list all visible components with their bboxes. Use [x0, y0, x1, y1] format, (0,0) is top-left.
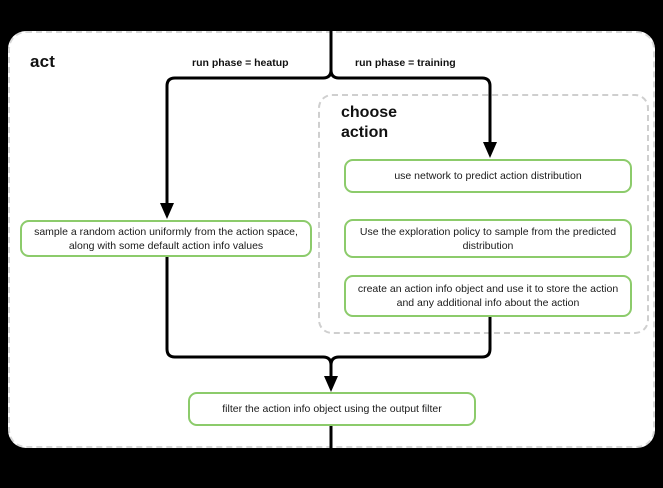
edge-sample-to-filter — [165, 257, 333, 379]
node-exploration-policy[interactable]: Use the exploration policy to sample fro… — [344, 219, 632, 258]
node-create-action-info[interactable]: create an action info object and use it … — [344, 275, 632, 317]
edge-training — [329, 26, 492, 146]
node-sample-random-action[interactable]: sample a random action uniformly from th… — [20, 220, 312, 257]
choose-action-title-line2: action — [341, 124, 389, 141]
node-filter-action-info[interactable]: filter the action info object using the … — [188, 392, 476, 426]
arrowhead-filter — [324, 376, 338, 392]
act-title: act — [30, 52, 56, 71]
arrowhead-training — [483, 142, 497, 158]
edge-label-training: run phase = training — [355, 57, 456, 69]
edge-choose-to-filter — [329, 317, 492, 379]
choose-action-title: choose action — [341, 103, 461, 143]
edge-label-heatup: run phase = heatup — [192, 57, 289, 69]
arrowhead-heatup — [160, 203, 174, 219]
edge-heatup — [165, 26, 333, 206]
choose-action-title-line1: choose — [341, 104, 398, 121]
node-use-network-predict[interactable]: use network to predict action distributi… — [344, 159, 632, 193]
